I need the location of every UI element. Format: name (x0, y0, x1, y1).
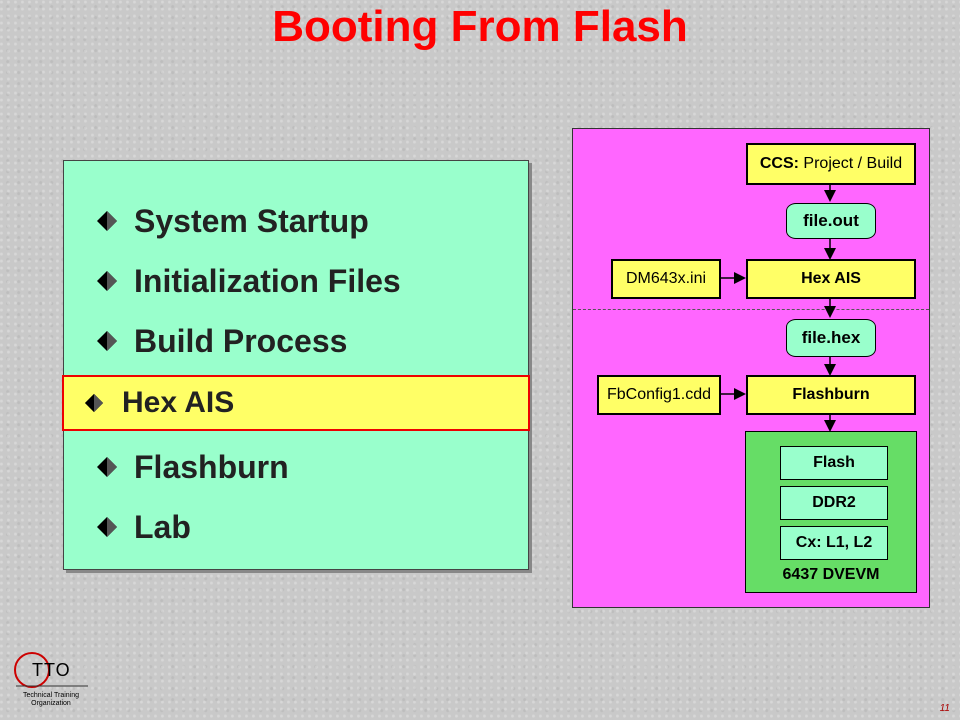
ini-file-box: DM643x.ini (611, 259, 721, 299)
flash-chip: Flash (780, 446, 888, 480)
cache-chip: Cx: L1, L2 (780, 526, 888, 560)
topics-panel: System Startup Initialization Files Buil… (62, 160, 530, 570)
diamond-bullet-icon (96, 456, 122, 478)
diamond-bullet-icon (96, 330, 122, 352)
file-out-cylinder: file.out (786, 203, 876, 239)
topic-label: Initialization Files (134, 262, 401, 299)
logo-letters: TTO (32, 660, 71, 680)
diamond-bullet-icon (96, 516, 122, 538)
topic-hex-ais-highlighted: Hex AIS (62, 375, 530, 431)
divider-line (573, 309, 929, 310)
topic-system-startup: System Startup (64, 193, 528, 249)
topic-label: Build Process (134, 322, 348, 359)
ccs-project-build-box: CCS: Project / Build (746, 143, 916, 185)
topic-label: Lab (134, 508, 191, 545)
topic-label: Flashburn (134, 448, 289, 485)
project-build-label: Project / Build (798, 155, 903, 172)
flow-arrows (719, 182, 836, 432)
file-hex-cylinder: file.hex (786, 319, 876, 357)
topic-label: System Startup (134, 202, 369, 239)
diamond-bullet-icon (96, 210, 122, 232)
hex-ais-box: Hex AIS (746, 259, 916, 299)
logo-line-1: Technical Training (22, 692, 80, 699)
slide-title: Booting From Flash (272, 2, 688, 51)
page-number: 11 (939, 703, 950, 714)
tto-logo-mark-icon (14, 652, 88, 688)
tto-logo: TTO Technical Training Organization (12, 650, 90, 716)
cdd-file-box: FbConfig1.cdd (597, 375, 721, 415)
topic-label: Hex AIS (122, 386, 235, 419)
ddr2-chip: DDR2 (780, 486, 888, 520)
logo-line-2: Organization (31, 700, 71, 707)
topic-build-process: Build Process (64, 313, 528, 369)
topic-flashburn: Flashburn (64, 439, 528, 495)
diamond-bullet-icon (96, 270, 122, 292)
diamond-bullet-icon (84, 393, 110, 413)
dvevm-board: Flash DDR2 Cx: L1, L2 6437 DVEVM (745, 431, 917, 593)
topic-lab: Lab (64, 499, 528, 555)
topic-initialization-files: Initialization Files (64, 253, 528, 309)
ccs-label: CCS: (759, 155, 799, 172)
board-label: 6437 DVEVM (782, 566, 880, 583)
build-flow-diagram: CCS: Project / Build file.out DM643x.ini… (572, 128, 930, 608)
flashburn-box: Flashburn (746, 375, 916, 415)
